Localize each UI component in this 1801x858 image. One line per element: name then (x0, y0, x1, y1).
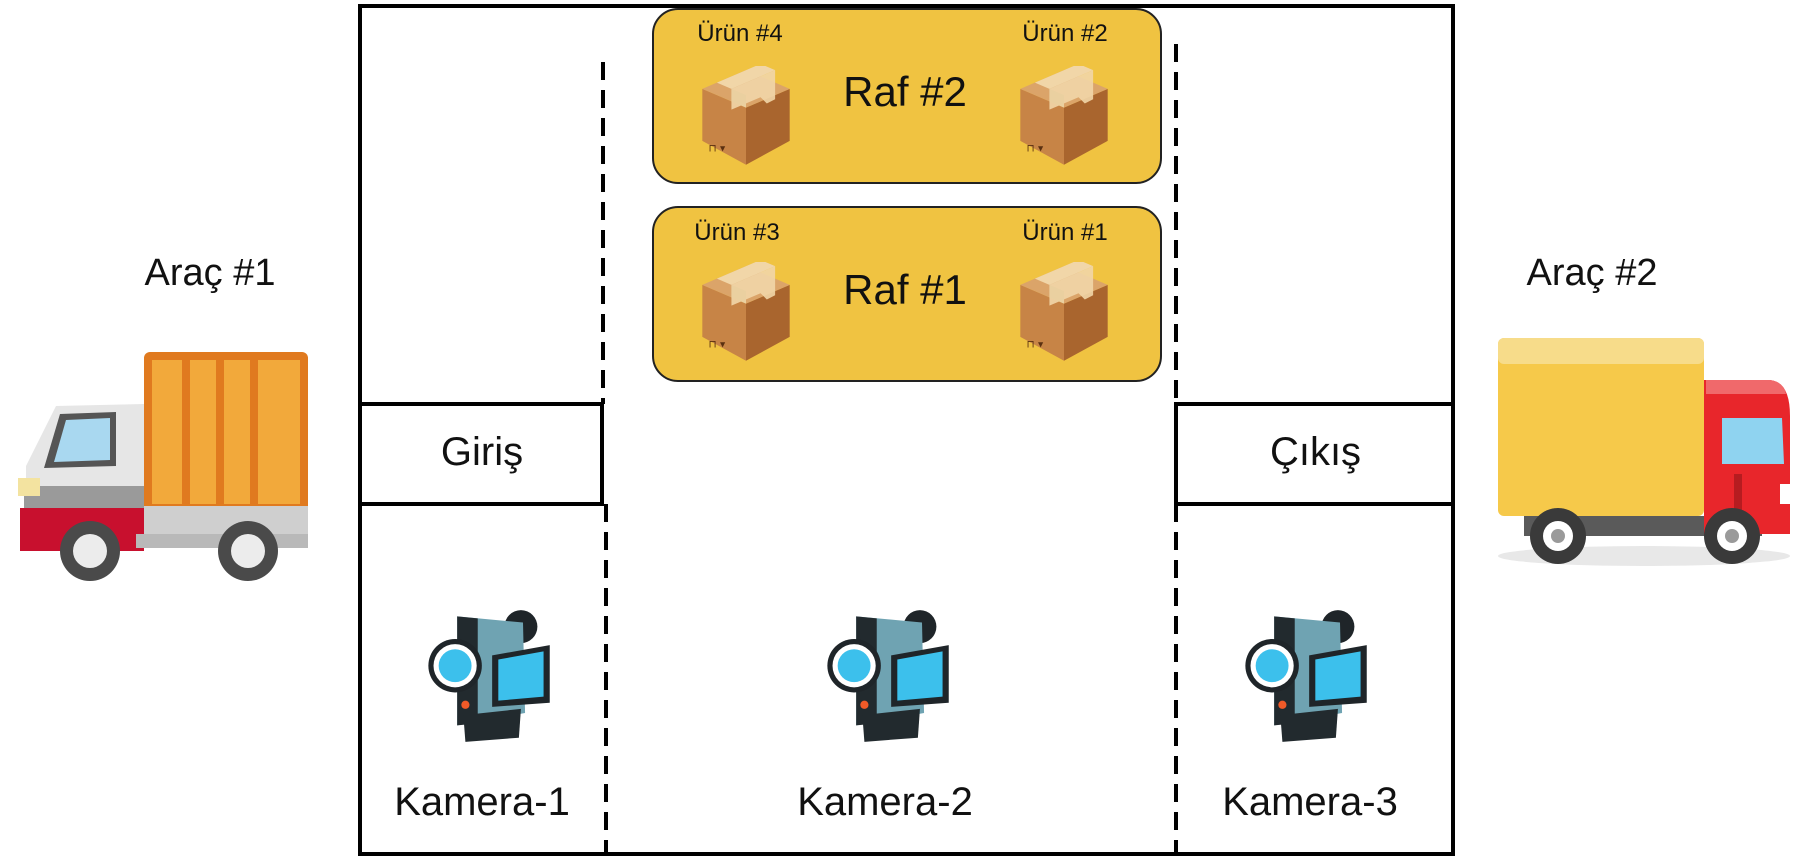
exit-zone-box (1174, 402, 1455, 506)
vehicle-2-label: Araç #2 (1526, 252, 1658, 294)
video-camera-icon (819, 604, 953, 748)
product-1-label: Ürün #1 (1022, 219, 1108, 246)
camera-2-label: Kamera-2 (797, 780, 973, 824)
product-2-label: Ürün #2 (1022, 20, 1108, 47)
video-camera-icon (420, 604, 554, 748)
exit-zone-label: Çıkış (1269, 430, 1362, 474)
cardboard-box-icon (694, 260, 798, 368)
shelf-1-label: Raf #1 (843, 266, 967, 313)
vehicle-1-label: Araç #1 (144, 252, 276, 294)
video-camera-icon (1237, 604, 1371, 748)
entry-zone-label: Giriş (440, 430, 524, 474)
camera-3-label: Kamera-3 (1222, 780, 1398, 824)
cardboard-box-icon (694, 64, 798, 172)
camera-1-label: Kamera-1 (394, 780, 570, 824)
box-truck-icon (1498, 338, 1790, 566)
entry-zone-box (358, 402, 604, 506)
cardboard-box-icon (1012, 260, 1116, 368)
small-truck-icon (18, 352, 308, 581)
product-3-label: Ürün #3 (694, 219, 780, 246)
shelf-2-label: Raf #2 (843, 68, 967, 115)
product-4-label: Ürün #4 (697, 20, 783, 47)
cardboard-box-icon (1012, 64, 1116, 172)
